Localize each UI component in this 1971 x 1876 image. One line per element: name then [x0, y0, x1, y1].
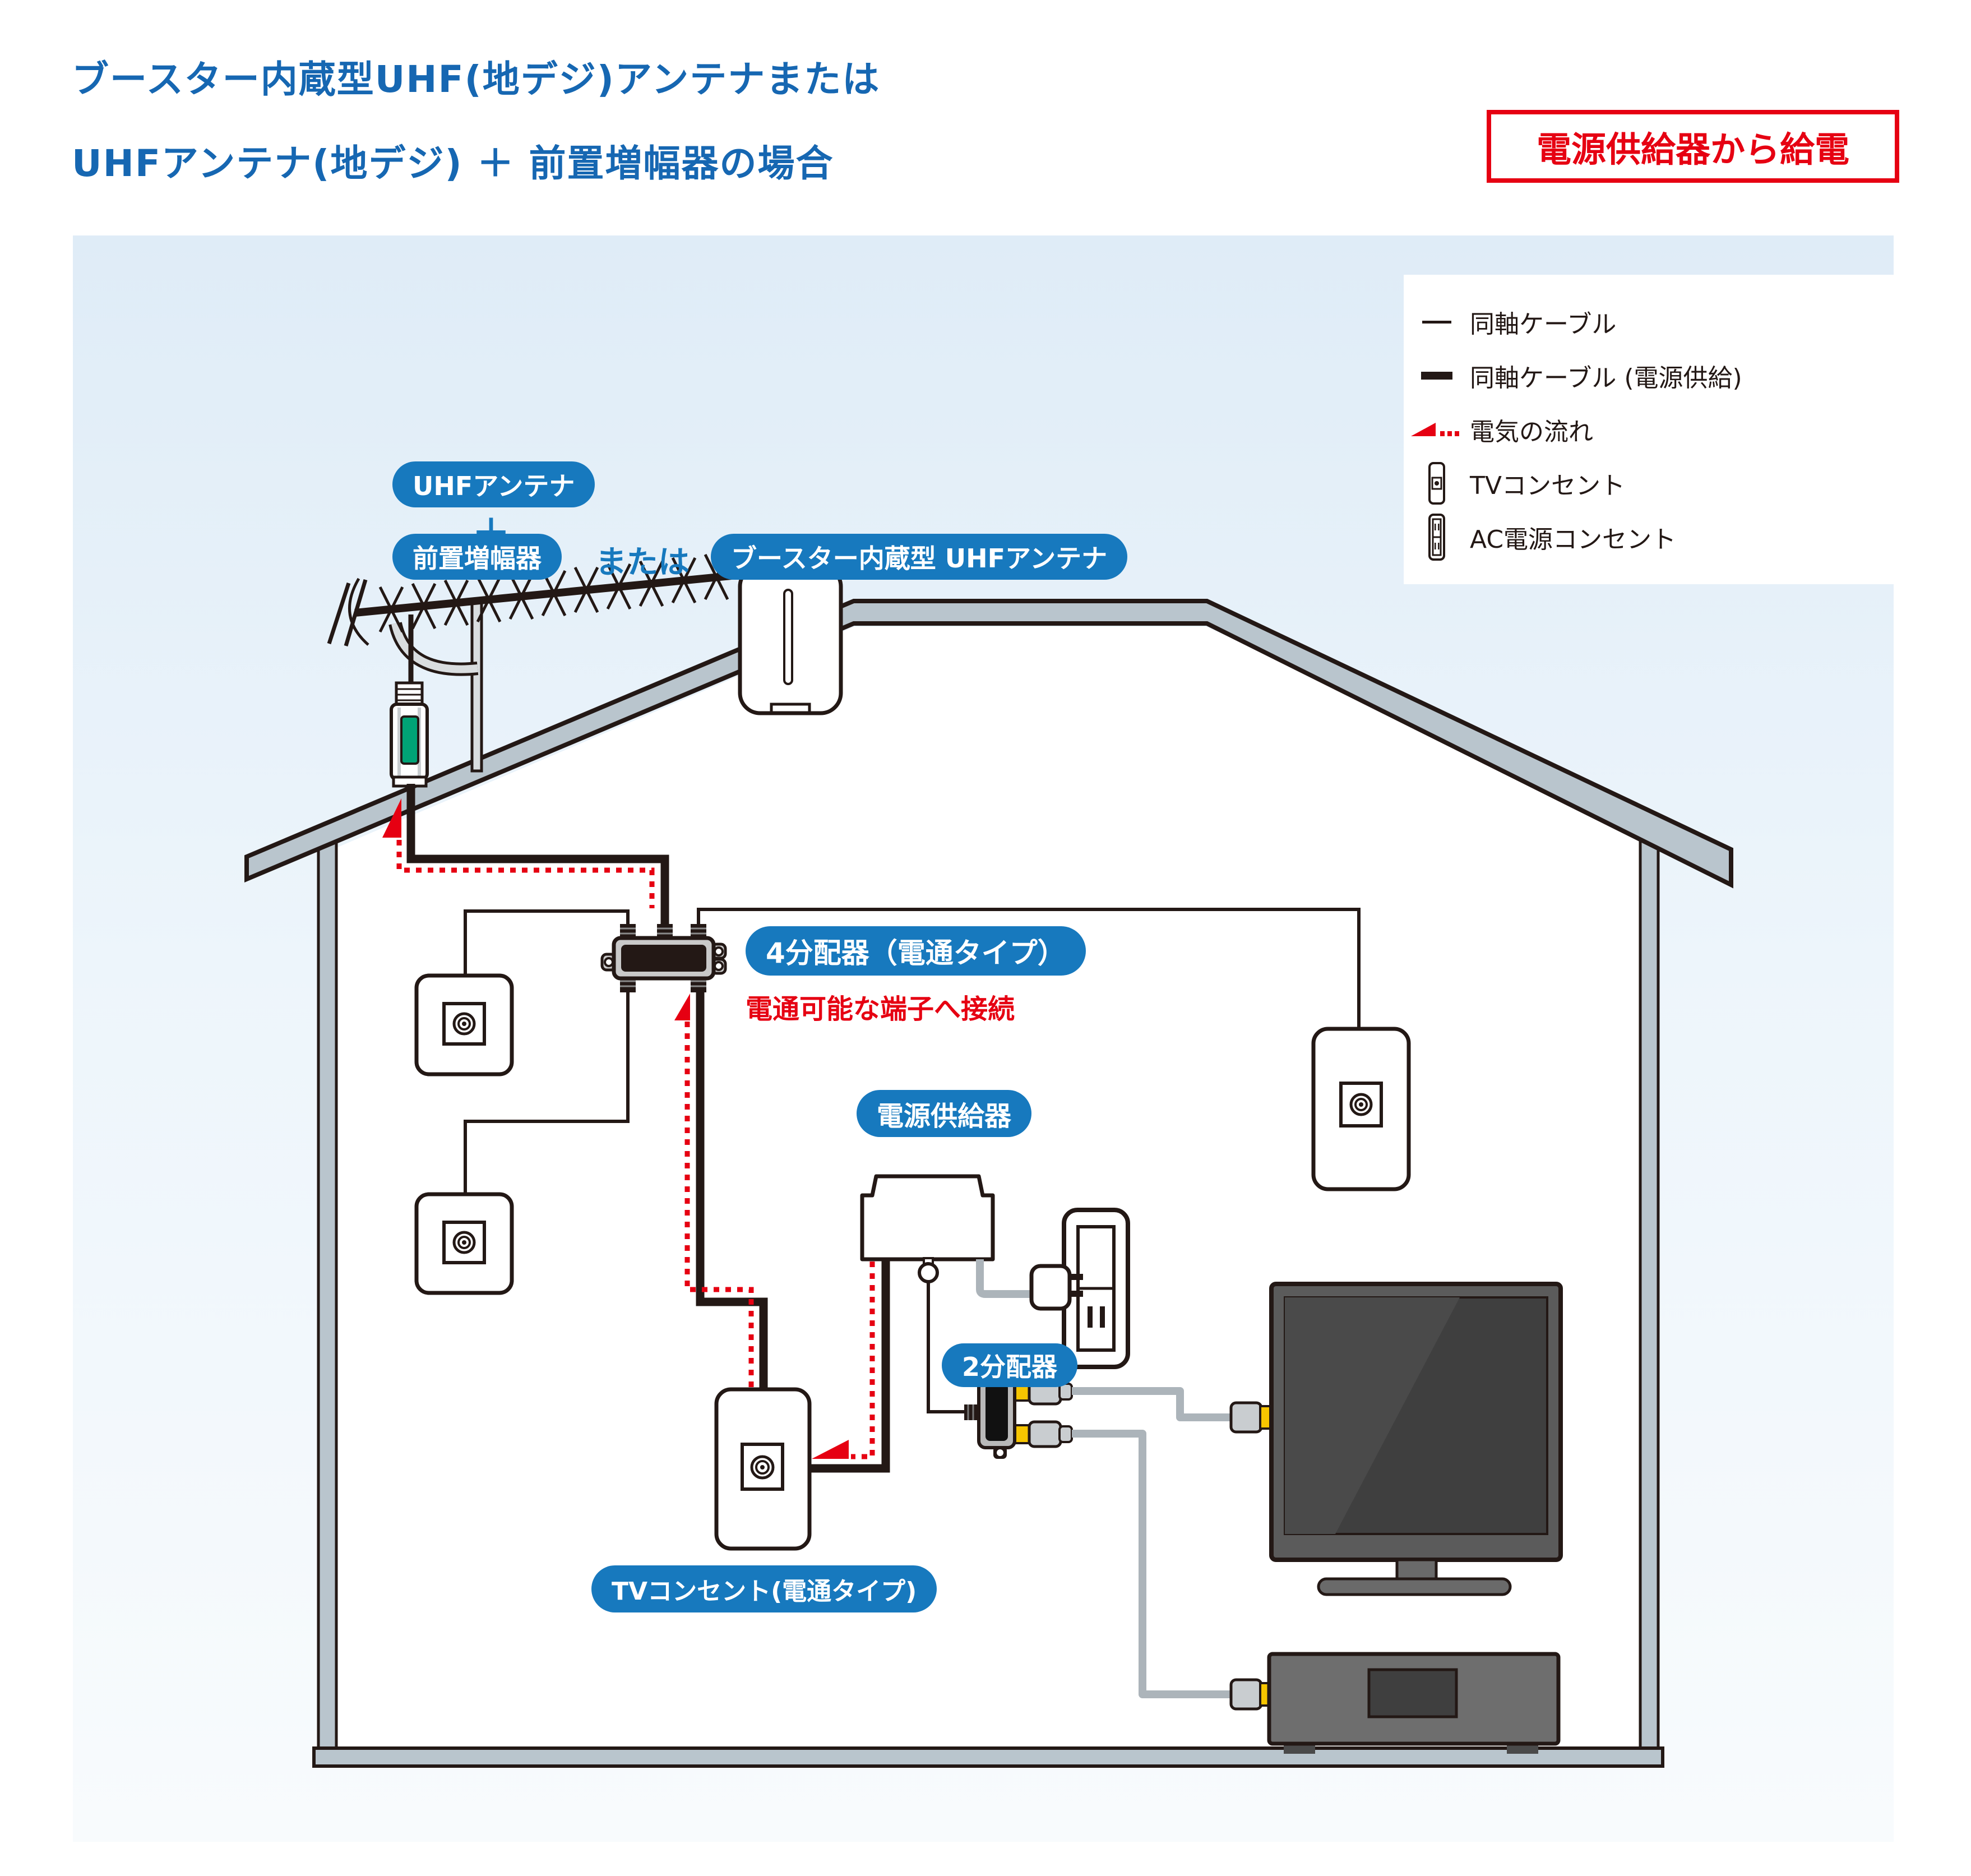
legend-label: TVコンセント [1470, 472, 1625, 500]
label-splitter2: 2分配器 [942, 1343, 1078, 1387]
power-flow-icon [1404, 422, 1470, 437]
tv-outlet-power-type [714, 1387, 812, 1551]
legend-row-tv-outlet: TVコンセント [1404, 460, 1895, 506]
tv-outlet-right [1311, 1027, 1411, 1191]
legend-row-coax-power: 同軸ケーブル (電源供給) [1404, 353, 1895, 399]
coax-splitter-to-outlet1 [464, 909, 630, 977]
power-note-box: 電源供給器から給電 [1487, 110, 1899, 183]
device-cables [1072, 1387, 1232, 1698]
power-plug [1029, 1264, 1083, 1311]
label-tv-outlet-power: TVコンセント(電通タイプ) [591, 1565, 937, 1612]
tv-outlet-2 [414, 1192, 514, 1295]
label-preamp: 前置増幅器 [392, 534, 562, 580]
power-flow-arrow-splitter [674, 994, 690, 1020]
power-supply-unit [860, 1174, 995, 1283]
label-splitter4: 4分配器（電通タイプ） [746, 926, 1086, 976]
power-flow-lines [396, 840, 875, 1459]
legend-label: 同軸ケーブル [1470, 310, 1617, 339]
uhf-antenna-illustration [327, 553, 755, 773]
house-roof [244, 599, 1733, 889]
ac-power-cord [976, 1259, 1033, 1298]
legend-label: AC電源コンセント [1470, 525, 1677, 554]
label-power-supply: 電源供給器 [857, 1090, 1032, 1137]
thin-line-icon [1404, 320, 1470, 324]
label-uhf-antenna: UHFアンテナ [392, 461, 595, 507]
thick-line-icon [1404, 372, 1470, 380]
page-title-line1: ブースター内蔵型UHF(地デジ)アンテナまたは [72, 58, 881, 101]
tv-outlet-1 [414, 973, 514, 1076]
power-note-text: 電源供給器から給電 [1536, 129, 1849, 170]
label-splitter4-note: 電通可能な端子へ接続 [746, 994, 1015, 1025]
legend-row-coax: 同軸ケーブル [1404, 299, 1895, 345]
recorder [1229, 1652, 1561, 1754]
coax-splitter-to-outlet4 [697, 908, 1361, 1031]
label-or: または [595, 544, 690, 581]
power-flow-riser [684, 1022, 754, 1389]
power-flow-arrow-outlet [812, 1440, 849, 1459]
cable-to-tv [1072, 1387, 1232, 1421]
legend-label: 電気の流れ [1470, 418, 1593, 446]
coax-splitter-to-outlet2 [464, 991, 630, 1195]
cable-to-recorder [1072, 1430, 1232, 1698]
house-floor [312, 1746, 1664, 1768]
tv [1229, 1282, 1563, 1596]
legend-label: 同軸ケーブル (電源供給) [1470, 364, 1742, 392]
house-wall-left [317, 838, 338, 1761]
coax-psu-to-splitter2 [927, 1282, 966, 1413]
power-flow-arrow-roof [382, 798, 401, 838]
page-title-line2: UHFアンテナ(地デジ) ＋ 前置増幅器の場合 [72, 142, 834, 185]
splitter-4way [600, 924, 727, 992]
house-wall-right [1639, 820, 1660, 1761]
preamp-booster [390, 681, 429, 788]
booster-green-window [400, 715, 419, 765]
power-flow-roof [396, 840, 655, 908]
legend-row-ac-outlet: AC電源コンセント [1404, 514, 1895, 561]
coax-main-antenna-line [406, 784, 669, 926]
coax-thin-cables [464, 908, 1361, 1413]
ac-outlet [1062, 1208, 1130, 1369]
legend-row-flow: 電気の流れ [1404, 406, 1895, 452]
builtin-antenna-panel [738, 564, 843, 715]
ac-outlet-icon [1404, 514, 1470, 561]
tv-outlet-icon [1404, 462, 1470, 505]
coax-splitter-to-tv-outlet [696, 990, 768, 1390]
legend-box: 同軸ケーブル 同軸ケーブル (電源供給) 電気の流れ [1404, 275, 1895, 584]
label-builtin-antenna: ブースター内蔵型 UHFアンテナ [711, 534, 1128, 580]
